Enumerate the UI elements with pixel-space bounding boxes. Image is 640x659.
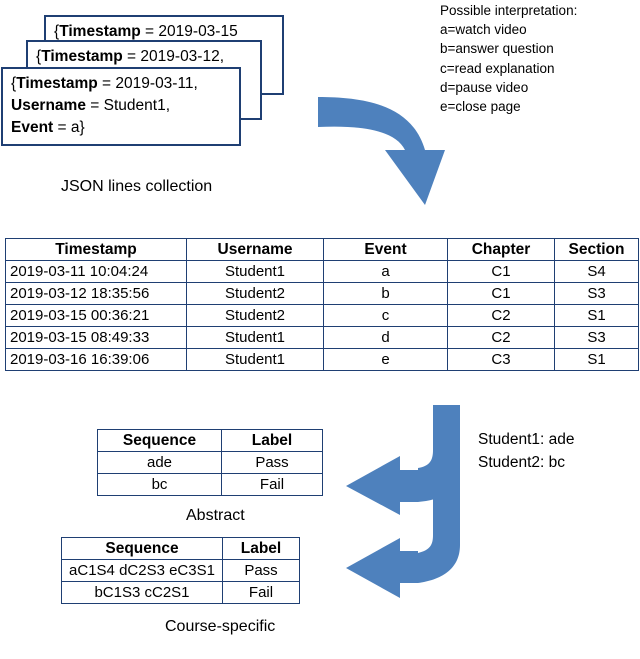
table-cell: Fail: [221, 473, 323, 496]
json-lines-caption: JSON lines collection: [61, 178, 213, 195]
table-cell: e: [323, 348, 448, 371]
column-header: Username: [186, 238, 324, 261]
table-cell: 2019-03-15 08:49:33: [5, 326, 187, 349]
table-cell: C1: [447, 260, 555, 283]
table-cell: a: [323, 260, 448, 283]
table-cell: C2: [447, 326, 555, 349]
curved-arrow-top: [318, 97, 445, 205]
table-cell: bc: [97, 473, 222, 496]
column-header: Section: [554, 238, 639, 261]
table-cell: C1: [447, 282, 555, 305]
table-cell: 2019-03-12 18:35:56: [5, 282, 187, 305]
table-cell: 2019-03-11 10:04:24: [5, 260, 187, 283]
left-arrow-course: [346, 538, 418, 598]
column-header: Label: [221, 429, 323, 452]
interpretation-item: a=watch video: [440, 22, 527, 38]
student-sequences: Student1: ade Student2: bc: [478, 428, 575, 474]
table-cell: S3: [554, 326, 639, 349]
interpretation-item: c=read explanation: [440, 60, 555, 76]
interpretation-item: e=close page: [440, 99, 521, 115]
table-cell: bC1S3 cC2S1: [61, 581, 223, 604]
column-header: Sequence: [61, 537, 223, 560]
json-card-1: {Timestamp = 2019-03-11, Username = Stud…: [1, 67, 241, 146]
table-cell: Student2: [186, 304, 324, 327]
abstract-caption: Abstract: [186, 507, 245, 524]
table-cell: aC1S4 dC2S3 eC3S1: [61, 559, 223, 582]
table-cell: S4: [554, 260, 639, 283]
split-arrow-lower: [418, 470, 460, 583]
table-cell: 2019-03-16 16:39:06: [5, 348, 187, 371]
table-cell: Student1: [186, 326, 324, 349]
table-cell: S3: [554, 282, 639, 305]
column-header: Chapter: [447, 238, 555, 261]
interpretation-legend: Possible interpretation: a=watch video b…: [440, 1, 577, 116]
table-header-row: Sequence Label: [61, 537, 300, 560]
column-header: Event: [323, 238, 448, 261]
table-cell: Student1: [186, 348, 324, 371]
left-arrow-abstract: [346, 456, 418, 515]
table-cell: Student1: [186, 260, 324, 283]
events-table: Timestamp Username Event Chapter Section…: [5, 238, 639, 371]
table-cell: S1: [554, 348, 639, 371]
table-cell: Student2: [186, 282, 324, 305]
column-header: Label: [222, 537, 300, 560]
table-cell: C2: [447, 304, 555, 327]
table-cell: Fail: [222, 581, 300, 604]
table-cell: Pass: [221, 451, 323, 474]
student-sequence: Student1: ade: [478, 431, 575, 448]
table-cell: d: [323, 326, 448, 349]
table-cell: C3: [447, 348, 555, 371]
column-header: Sequence: [97, 429, 222, 452]
table-cell: S1: [554, 304, 639, 327]
interpretation-item: d=pause video: [440, 79, 529, 95]
table-cell: Pass: [222, 559, 300, 582]
table-cell: b: [323, 282, 448, 305]
interpretation-title: Possible interpretation:: [440, 3, 578, 18]
column-header: Timestamp: [5, 238, 187, 261]
table-cell: ade: [97, 451, 222, 474]
table-header-row: Sequence Label: [97, 429, 323, 452]
student-sequence: Student2: bc: [478, 454, 566, 471]
course-specific-caption: Course-specific: [165, 618, 276, 635]
table-header-row: Timestamp Username Event Chapter Section: [5, 238, 639, 261]
table-cell: 2019-03-15 00:36:21: [5, 304, 187, 327]
table-cell: c: [323, 304, 448, 327]
interpretation-item: b=answer question: [440, 41, 554, 57]
